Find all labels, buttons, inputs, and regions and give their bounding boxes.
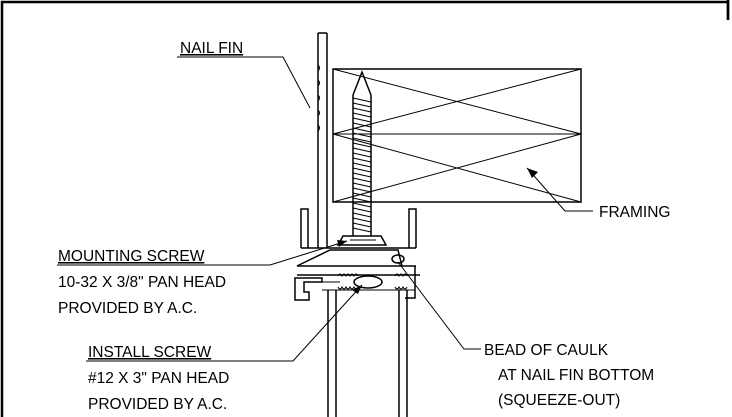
mounting-screw — [336, 69, 388, 246]
framing-block — [332, 68, 582, 203]
mounting-screw-provider: PROVIDED BY A.C. — [58, 300, 197, 317]
caulk-bead — [391, 254, 405, 264]
install-screw-provider: PROVIDED BY A.C. — [88, 396, 227, 413]
caulk-label-line1: BEAD OF CAULK — [484, 342, 609, 359]
framing-label: FRAMING — [599, 204, 670, 221]
install-screw-title: INSTALL SCREW — [88, 344, 212, 361]
nail-fin-label: NAIL FIN — [180, 40, 243, 57]
nail-fin — [317, 32, 328, 248]
mounting-screw-spec: 10-32 X 3/8" PAN HEAD — [58, 274, 226, 291]
window-frame — [294, 208, 420, 417]
caulk-label-line2: AT NAIL FIN BOTTOM — [498, 367, 654, 384]
mounting-screw-title: MOUNTING SCREW — [58, 248, 205, 265]
leader-lines — [57, 56, 593, 362]
caulk-label-line3: (SQUEEZE-OUT) — [498, 392, 620, 409]
install-screw-spec: #12 X 3" PAN HEAD — [88, 370, 229, 387]
